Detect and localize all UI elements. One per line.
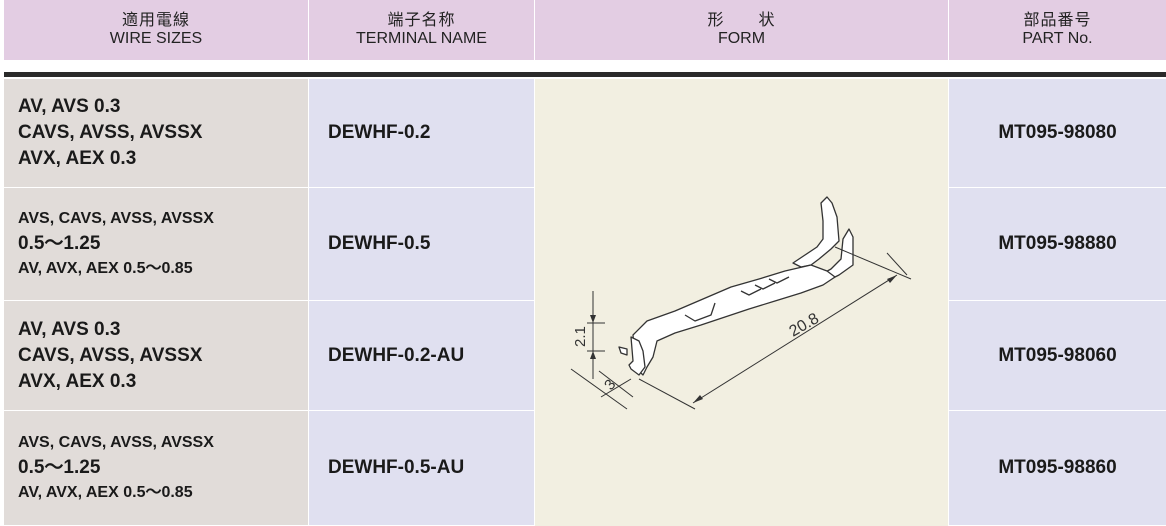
- dimension-width-label: 3: [601, 376, 619, 393]
- wire-line: CAVS, AVSS, AVSSX: [18, 122, 203, 143]
- wire-sizes-cell: AV, AVS 0.3 CAVS, AVSS, AVSSX AVX, AEX 0…: [4, 301, 309, 411]
- wire-sizes-cell: AVS, CAVS, AVSS, AVSSX 0.5～1.25 AV, AVX,…: [4, 411, 309, 526]
- terminal-name-cell: DEWHF-0.2-AU: [309, 301, 535, 411]
- table-row: AV, AVS 0.3 CAVS, AVSS, AVSSX AVX, AEX 0…: [4, 301, 1166, 411]
- wire-line: AV, AVS 0.3: [18, 318, 121, 340]
- header-divider: [4, 72, 1166, 77]
- wire-line: AVS, CAVS, AVSS, AVSSX: [18, 434, 214, 451]
- wire-line: 0.5～1.25: [18, 457, 101, 478]
- part-number-cell: MT095-98880: [949, 188, 1166, 301]
- header-part-jp: 部品番号: [1023, 12, 1092, 29]
- wire-line: AVX, AEX 0.3: [18, 148, 137, 169]
- header-terminal-en: TERMINAL NAME: [356, 30, 487, 47]
- dimension-length-label: 20.8: [787, 310, 823, 340]
- form-drawing-cell: 20.8 2.1 3: [535, 79, 949, 526]
- wire-sizes-cell: AVS, CAVS, AVSS, AVSSX 0.5～1.25 AV, AVX,…: [4, 188, 309, 301]
- table-row: AVS, CAVS, AVSS, AVSSX 0.5～1.25 AV, AVX,…: [4, 188, 1166, 301]
- wire-line: AV, AVX, AEX 0.5～0.85: [18, 484, 193, 501]
- table-row: AVS, CAVS, AVSS, AVSSX 0.5～1.25 AV, AVX,…: [4, 411, 1166, 526]
- wire-line: 0.5～1.25: [18, 233, 101, 254]
- header-part-no: 部品番号 PART No.: [949, 0, 1166, 60]
- header-terminal-jp: 端子名称: [387, 12, 456, 29]
- terminal-barrel-tab: [792, 196, 840, 268]
- terminal-name-cell: DEWHF-0.5-AU: [309, 411, 535, 526]
- wire-line: AV, AVS 0.3: [18, 96, 121, 117]
- header-form: 形 状 FORM: [535, 0, 949, 60]
- dimension-height-label: 2.1: [572, 326, 589, 347]
- terminal-tip: [618, 346, 628, 356]
- part-number-cell: MT095-98080: [949, 79, 1166, 188]
- table-row: AV, AVS 0.3 CAVS, AVSS, AVSSX AVX, AEX 0…: [4, 79, 1166, 188]
- table-header: 適用電線 WIRE SIZES 端子名称 TERMINAL NAME 形 状 F…: [4, 0, 1166, 60]
- terminal-body: [632, 264, 836, 376]
- part-number-cell: MT095-98060: [949, 301, 1166, 411]
- terminal-ridge: [684, 302, 716, 322]
- header-wire-jp: 適用電線: [121, 12, 190, 29]
- wire-line: CAVS, AVSS, AVSSX: [18, 344, 203, 366]
- wire-sizes-cell: AV, AVS 0.3 CAVS, AVSS, AVSSX AVX, AEX 0…: [4, 79, 309, 188]
- terminal-ridge: [740, 276, 790, 296]
- header-part-en: PART No.: [1022, 30, 1093, 47]
- wire-line: AVS, CAVS, AVSS, AVSSX: [18, 210, 214, 227]
- wire-line: AV, AVX, AEX 0.5～0.85: [18, 260, 193, 277]
- header-form-en: FORM: [717, 30, 766, 47]
- wire-line: AVX, AEX 0.3: [18, 370, 137, 392]
- terminal-drawing: 20.8 2.1 3: [570, 196, 912, 410]
- part-number-cell: MT095-98860: [949, 411, 1166, 526]
- table-body: AV, AVS 0.3 CAVS, AVSS, AVSSX AVX, AEX 0…: [4, 79, 1166, 526]
- terminal-name-cell: DEWHF-0.2: [309, 79, 535, 188]
- header-terminal-name: 端子名称 TERMINAL NAME: [309, 0, 535, 60]
- header-form-jp: 形 状: [707, 12, 776, 29]
- header-wire-en: WIRE SIZES: [109, 30, 203, 47]
- terminal-front-box: [628, 336, 646, 376]
- header-wire-sizes: 適用電線 WIRE SIZES: [4, 0, 309, 60]
- terminal-name-cell: DEWHF-0.5: [309, 188, 535, 301]
